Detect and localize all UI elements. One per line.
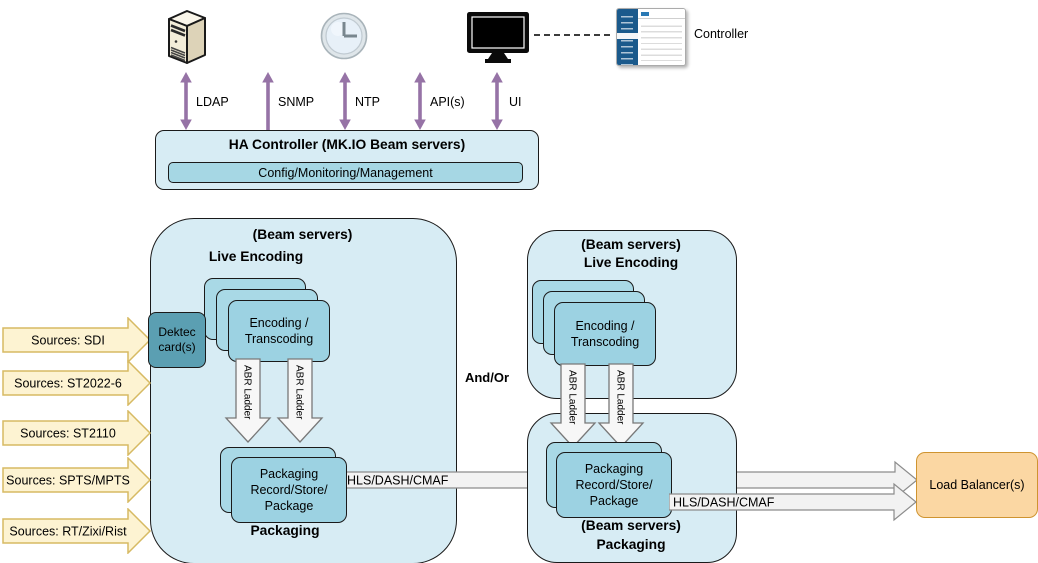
ui-arrow xyxy=(491,72,503,130)
abr-ladder-label: ABR Ladder xyxy=(567,370,578,425)
right-packaging-subtitle: (Beam servers) xyxy=(581,518,681,533)
encoder-box: Encoding / Transcoding xyxy=(554,302,656,366)
monitor-to-controller-dashed-line xyxy=(534,34,610,36)
packager-label-line3: Package xyxy=(264,499,314,513)
abr-ladder-arrow: ABR Ladder xyxy=(276,358,324,443)
left-cluster-subtitle: (Beam servers) xyxy=(252,227,353,242)
source-arrow-sdi: Sources: SDI xyxy=(2,317,152,363)
api-arrow xyxy=(414,72,426,130)
source-arrow-st2110: Sources: ST2110 xyxy=(2,410,152,456)
load-balancer-box: Load Balancer(s) xyxy=(916,452,1038,518)
hls-flow-arrow-right: HLS/DASH/CMAF xyxy=(669,482,917,522)
dektec-card-box: Dektec card(s) xyxy=(148,312,206,368)
ldap-arrow xyxy=(180,72,192,130)
source-rt-label: Sources: RT/Zixi/Rist xyxy=(9,525,127,539)
source-st2022-label: Sources: ST2022-6 xyxy=(14,377,122,391)
abr-ladder-arrow: ABR Ladder xyxy=(597,363,645,448)
hls-flow-right-label: HLS/DASH/CMAF xyxy=(673,496,775,510)
source-arrow-spts-mpts: Sources: SPTS/MPTS xyxy=(2,457,152,503)
packager-label-line2: Record/Store/ xyxy=(250,483,328,497)
clock-icon xyxy=(320,12,368,60)
encoder-label-line2: Transcoding xyxy=(244,332,314,346)
left-cluster-title: Live Encoding xyxy=(208,249,304,264)
encoder-label-line1: Encoding / xyxy=(575,319,635,333)
controller-thumbnail-header-chip xyxy=(641,12,649,16)
ntp-arrow xyxy=(339,72,351,130)
packager-box: Packaging Record/Store/ Package xyxy=(556,452,672,518)
packager-box: Packaging Record/Store/ Package xyxy=(231,457,347,523)
and-or-label: And/Or xyxy=(464,370,510,385)
monitor-icon xyxy=(467,12,529,63)
source-arrow-st2022-6: Sources: ST2022-6 xyxy=(2,360,152,406)
source-arrow-rt-zixi-rist: Sources: RT/Zixi/Rist xyxy=(2,508,152,554)
abr-ladder-arrow: ABR Ladder xyxy=(549,363,597,448)
config-monitoring-management-box: Config/Monitoring/Management xyxy=(168,162,523,183)
right-encoding-subtitle: (Beam servers) xyxy=(581,237,681,252)
ldap-label: LDAP xyxy=(196,95,229,109)
left-cluster-footer: Packaging xyxy=(250,523,320,538)
source-st2110-label: Sources: ST2110 xyxy=(20,427,116,441)
packager-label-line2: Record/Store/ xyxy=(575,478,653,492)
controller-label: Controller xyxy=(694,27,749,41)
encoder-label-line1: Encoding / xyxy=(249,316,309,330)
abr-ladder-label: ABR Ladder xyxy=(615,370,626,425)
packager-label-line3: Package xyxy=(589,494,639,508)
source-spts-label: Sources: SPTS/MPTS xyxy=(6,474,130,488)
ui-label: UI xyxy=(509,95,522,109)
snmp-arrow xyxy=(262,72,274,130)
controller-thumbnail-content xyxy=(638,9,685,65)
snmp-label: SNMP xyxy=(278,95,315,109)
abr-ladder-label: ABR Ladder xyxy=(294,365,305,420)
packager-label-line1: Packaging xyxy=(584,462,644,476)
controller-screenshot-thumbnail xyxy=(616,8,686,66)
server-icon xyxy=(168,10,206,64)
abr-ladder-label: ABR Ladder xyxy=(242,365,253,420)
hls-flow-left-label: HLS/DASH/CMAF xyxy=(347,474,449,488)
controller-thumbnail-active-item xyxy=(617,33,638,39)
abr-ladder-arrow: ABR Ladder xyxy=(224,358,272,443)
encoder-label-line2: Transcoding xyxy=(570,335,640,349)
ha-controller-box: HA Controller (MK.IO Beam servers) Confi… xyxy=(155,130,539,190)
right-packaging-footer: Packaging xyxy=(596,537,666,552)
right-encoding-title: Live Encoding xyxy=(583,255,679,270)
source-sdi-label: Sources: SDI xyxy=(31,334,105,348)
packager-label-line1: Packaging xyxy=(259,467,319,481)
ha-controller-title: HA Controller (MK.IO Beam servers) xyxy=(228,137,466,152)
ntp-label: NTP xyxy=(355,95,380,109)
api-label: API(s) xyxy=(430,95,465,109)
encoder-box: Encoding / Transcoding xyxy=(228,300,330,362)
